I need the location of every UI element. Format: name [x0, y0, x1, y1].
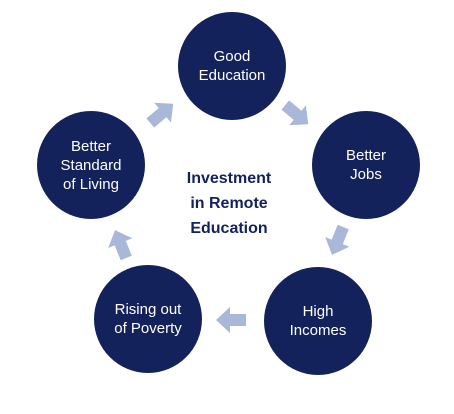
arrow-better-jobs-to-high-incomes	[319, 222, 356, 260]
center-title: Investment in Remote Education	[186, 170, 272, 237]
arrow-rising-poverty-to-better-standard	[102, 225, 139, 263]
arrow-better-standard-to-good-education	[141, 93, 182, 133]
node-label: Rising out of Poverty	[114, 301, 182, 337]
node-rising-out-of-poverty: Rising out of Poverty	[94, 265, 202, 373]
node-better-jobs: Better Jobs	[312, 111, 420, 219]
node-label: Better Standard of Living	[60, 137, 122, 193]
node-label: Good Education	[198, 48, 266, 84]
node-good-education: Good Education	[178, 12, 286, 120]
node-high-incomes: High Incomes	[264, 267, 372, 375]
node-label: Better Jobs	[345, 147, 387, 183]
node-better-standard-of-living: Better Standard of Living	[37, 111, 145, 219]
arrow-high-incomes-to-rising-poverty	[216, 307, 246, 333]
arrow-good-education-to-better-jobs	[276, 95, 317, 135]
node-label: High Incomes	[289, 303, 347, 339]
